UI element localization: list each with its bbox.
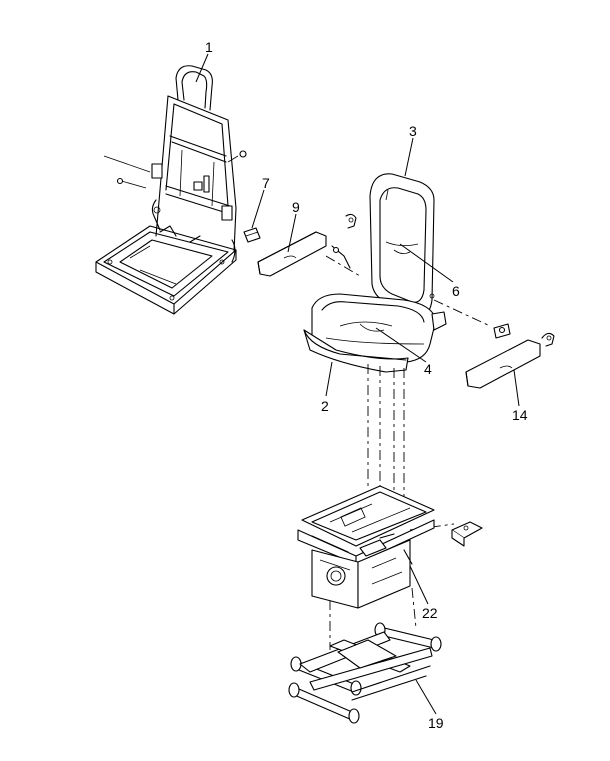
seat-back-cushion <box>369 173 435 315</box>
seat-frame <box>95 65 247 315</box>
callout-9: 9 <box>292 199 300 215</box>
suspension-assembly <box>297 485 483 609</box>
callout-19: 19 <box>428 715 444 731</box>
leader-lines <box>195 53 520 715</box>
callout-3: 3 <box>409 123 417 139</box>
callout-14: 14 <box>512 407 528 423</box>
armrest-right <box>465 323 555 389</box>
callout-4: 4 <box>424 361 432 377</box>
scissor-base <box>288 622 442 724</box>
callout-2: 2 <box>321 398 329 414</box>
seat-cushion <box>303 293 447 373</box>
callout-22: 22 <box>422 605 438 621</box>
callout-1: 1 <box>205 39 213 55</box>
callout-7: 7 <box>262 175 270 191</box>
side-plate <box>243 227 261 243</box>
callout-6: 6 <box>452 283 460 299</box>
callout-labels: 1 2 3 4 6 7 9 14 19 22 <box>205 39 528 731</box>
armrest-left <box>257 213 361 277</box>
